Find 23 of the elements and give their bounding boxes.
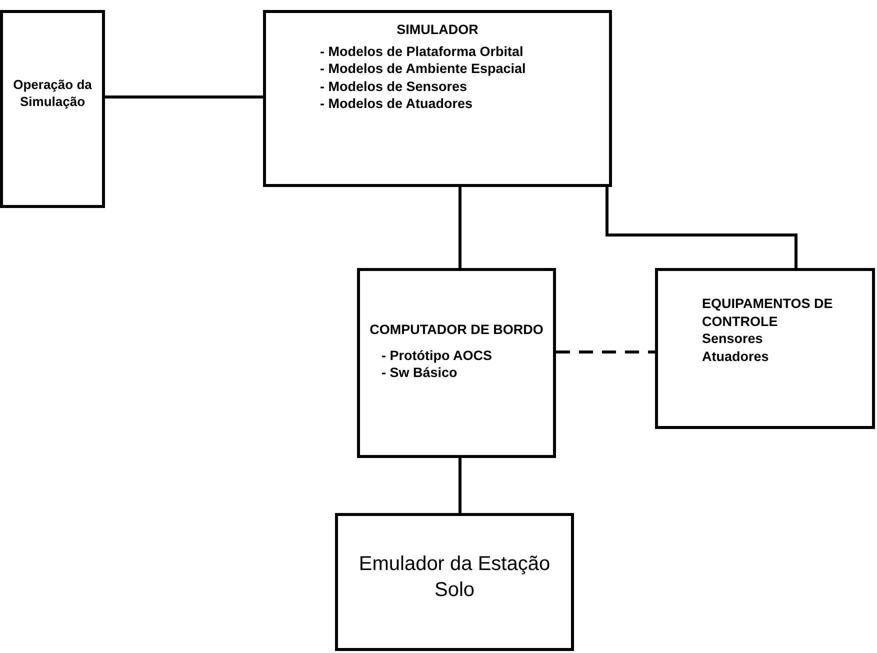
box-text: Sensores [702,330,763,348]
box-text: - Modelos de Atuadores [320,95,474,113]
connector-line [556,350,655,354]
process-box [263,10,612,187]
box-text: Emulador da Estação Solo [358,552,552,603]
connector-line [606,187,798,268]
box-text: - Protótipo AOCS [382,346,493,364]
box-text: - Modelos de Sensores [320,78,468,96]
process-box [0,10,105,208]
box-text: - Sw Básico [382,364,458,382]
process-box [655,268,875,429]
box-heading: EQUIPAMENTOS DE CONTROLE [702,295,834,330]
box-heading: SIMULADOR [396,21,478,39]
box-text: Atuadores [702,348,769,366]
process-box [335,513,574,651]
box-text: - Modelos de Ambiente Espacial [320,60,527,78]
connector-line [458,458,462,513]
connector-line [105,96,263,98]
box-text: - Modelos de Plataforma Orbital [320,42,524,60]
box-heading: COMPUTADOR DE BORDO [370,321,544,339]
connector-line [458,187,462,268]
box-text: Operação da Simulação [12,77,93,111]
process-box [357,268,556,458]
